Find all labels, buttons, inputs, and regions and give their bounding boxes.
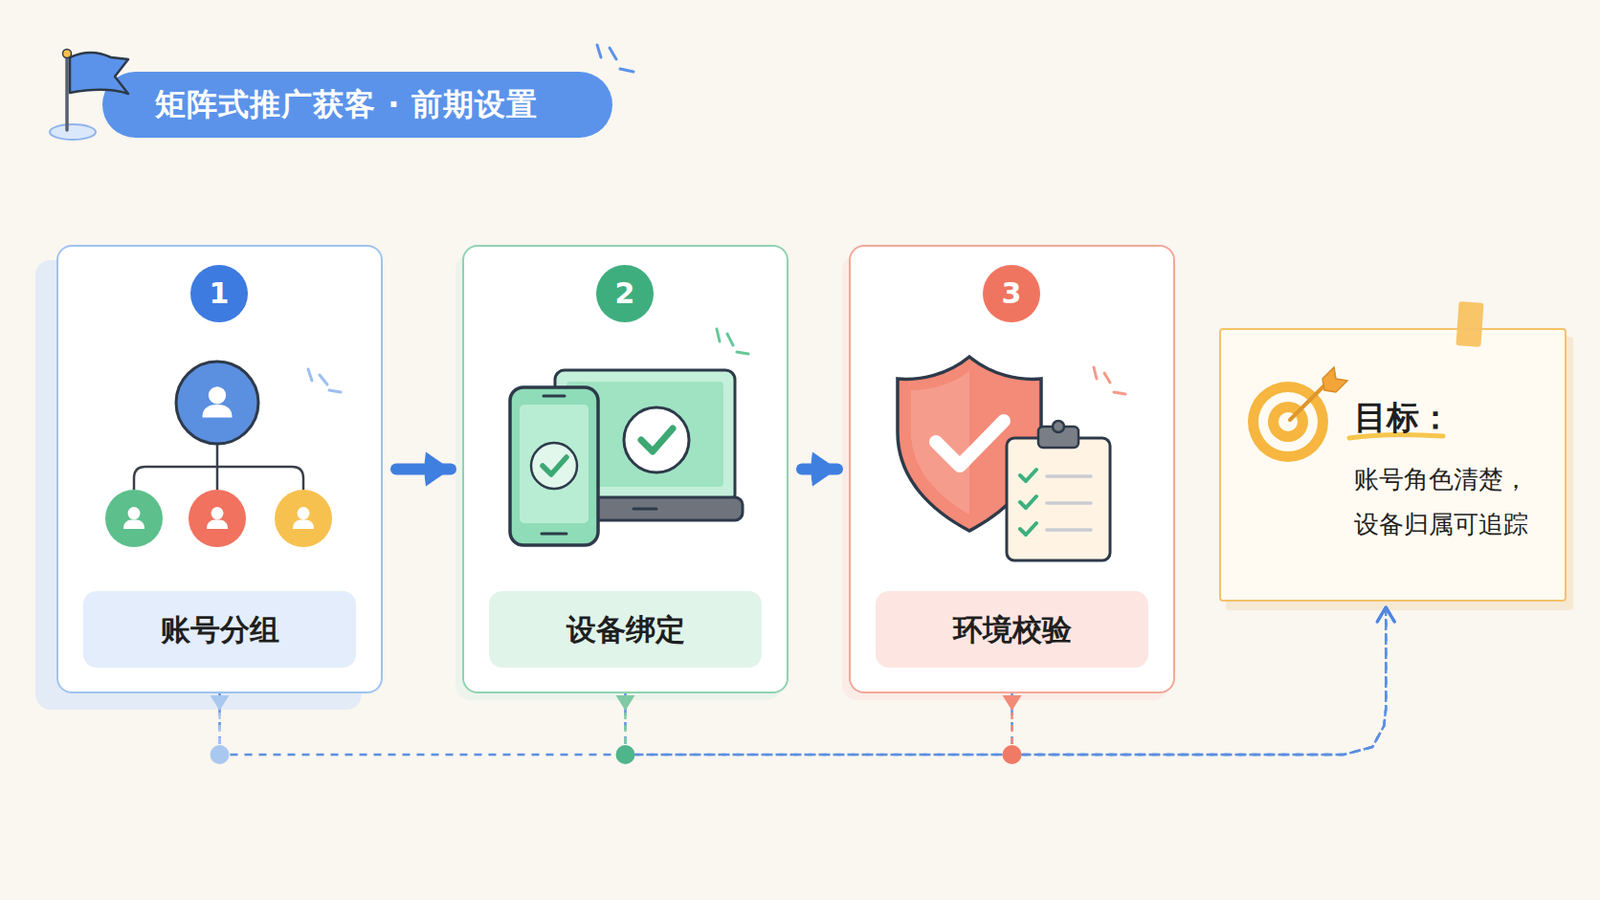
icon-part [1052,421,1065,433]
step-number-circle: 3 [982,265,1041,323]
dashed-connector [220,607,1387,756]
tape [1455,301,1484,348]
icon-part [633,508,657,512]
icon-part [1002,745,1023,765]
icon-part [65,57,69,131]
icon-part [292,507,314,530]
icon-part [519,404,589,524]
goal-note: 目标： 账号角色清楚， 设备归属可追踪 [1219,328,1567,602]
step-number-circle: 2 [596,265,654,323]
icon-part [218,712,222,745]
note-fill [1219,328,1567,602]
icon-part [69,52,129,94]
step-number: 3 [1001,265,1023,323]
goal-text: 账号角色清楚， 设备归属可追踪 [1354,457,1546,548]
target-icon [1247,301,1485,463]
icon-part [1046,476,1091,531]
icon-part [1006,438,1111,561]
icon-part [531,443,578,489]
icon-part [206,507,228,530]
icon-part [210,695,230,712]
icon-part [1010,712,1014,745]
step-label: 环境校验 [875,591,1149,668]
card-fill [848,244,1176,694]
icon-part [623,712,627,745]
flag-icon [49,49,129,141]
icon-part [623,407,689,473]
step-card: 账号分组 1 [56,244,383,694]
icon-part [176,361,259,445]
icon-part [123,507,145,530]
flow-arrow [801,464,838,476]
icon-part [1289,383,1327,421]
sparkle [597,44,634,72]
icon-part [201,386,232,418]
icon-part [616,745,636,765]
step-label: 账号分组 [83,591,356,668]
step-label: 设备绑定 [488,591,762,668]
icon-part [616,695,636,712]
icon-part [63,49,72,59]
step-card: 环境校验 3 [848,244,1176,694]
icon-part [49,124,96,140]
icon-part [274,489,333,548]
icon-part [1020,469,1037,535]
step-number-circle: 1 [190,265,248,323]
goal-heading: 目标： [1354,398,1546,438]
title-pill [102,71,613,138]
card-fill [462,244,789,694]
flow-arrow [396,464,451,476]
icon-part [308,369,341,393]
icon-part [641,428,673,452]
icon-part [1322,367,1348,393]
icon-part [716,329,749,355]
icon-part [542,457,567,475]
card-pointers [210,695,1023,765]
org-chart-icon [105,361,341,548]
icon-part [210,745,230,765]
shield-icon [897,356,1126,561]
icon-part [188,489,246,548]
step-number: 1 [209,265,230,323]
step-card: 设备绑定 2 [462,244,789,694]
icon-part [133,444,304,490]
icon-part [1002,695,1023,712]
title-text: 矩阵式推广获客 · 前期设置 [155,71,538,138]
card-fill [56,244,383,694]
icon-part [510,387,599,546]
icon-part [1247,381,1329,463]
icon-part [105,489,163,548]
icon-part [1093,367,1126,395]
icon-part [935,421,1004,467]
step-number: 2 [615,265,636,323]
device-icon [510,329,749,546]
title-holder: 矩阵式推广获客 · 前期设置 [155,71,538,138]
